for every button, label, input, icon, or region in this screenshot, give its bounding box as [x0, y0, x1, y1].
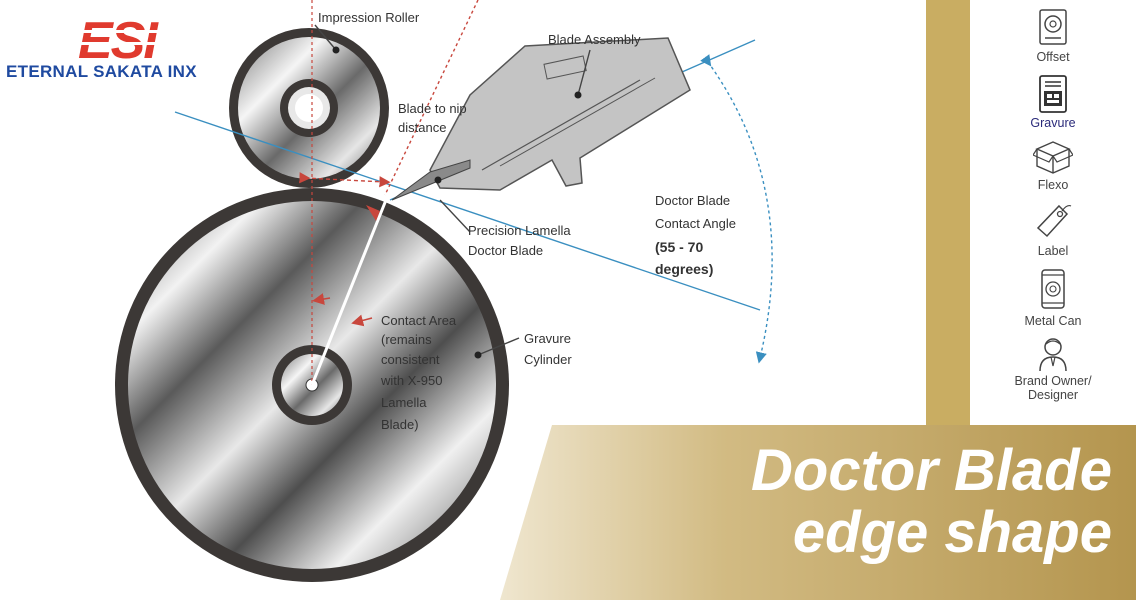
label-contact-area: Contact Area	[381, 313, 457, 328]
sidebar-label-flexo: Flexo	[1037, 178, 1069, 192]
contact-line	[310, 199, 388, 386]
sidebar: Offset Gravure Flexo Label	[970, 0, 1136, 425]
sidebar-label-offset: Offset	[1036, 50, 1070, 64]
contact-marker	[366, 205, 380, 221]
sidebar-item-gravure[interactable]: Gravure	[970, 74, 1136, 130]
label-blade-to-nip-2: distance	[398, 120, 446, 135]
blade-assembly	[391, 37, 691, 201]
label-tag-icon	[1036, 204, 1072, 238]
label-contact-angle-3: (55 - 70	[655, 239, 703, 255]
label-contact-area-3: consistent	[381, 352, 440, 367]
title-banner	[500, 425, 1136, 600]
sidebar-item-flexo[interactable]: Flexo	[970, 138, 1136, 192]
sidebar-label-gravure: Gravure	[1030, 116, 1076, 130]
esi-logo: ESI	[78, 12, 178, 70]
brand-name: ETERNAL SAKATA INX	[6, 62, 197, 81]
label-blade-to-nip: Blade to nip	[398, 101, 467, 116]
label-contact-area-5: Lamella	[381, 395, 427, 410]
blade-to-nip-arrow	[299, 172, 391, 188]
flexo-box-icon	[1033, 141, 1073, 174]
label-blade-assembly: Blade Assembly	[548, 32, 641, 47]
label-contact-angle-2: Contact Angle	[655, 216, 736, 231]
label-contact-area-2: (remains	[381, 332, 432, 347]
tangent-line	[174, 111, 761, 311]
banner-title: Doctor Blade edge shape	[751, 440, 1112, 564]
impression-roller	[229, 28, 389, 188]
banner-line-2: edge shape	[792, 500, 1112, 565]
label-contact-angle: Doctor Blade	[655, 193, 730, 208]
metal-can-icon	[1041, 269, 1065, 309]
contact-area-arrow-1	[312, 293, 331, 305]
sidebar-item-metal-can[interactable]: Metal Can	[970, 266, 1136, 328]
label-precision-lamella: Precision Lamella	[468, 223, 571, 238]
offset-press-icon	[1039, 9, 1067, 45]
leader-lines	[314, 24, 591, 356]
sidebar-label-label: Label	[1037, 244, 1069, 258]
contact-area-arrow-2	[351, 314, 373, 327]
label-impression-roller: Impression Roller	[318, 10, 420, 25]
sidebar-item-offset[interactable]: Offset	[970, 8, 1136, 64]
gravure-press-icon	[1039, 75, 1067, 113]
sidebar-label-designer: Designer	[1027, 388, 1079, 402]
logo-mark: ESI	[78, 12, 159, 70]
label-contact-area-4: with X-950	[380, 373, 442, 388]
label-gravure-cylinder: Gravure	[524, 331, 571, 346]
designer-person-icon	[1039, 338, 1067, 372]
banner-line-1: Doctor Blade	[751, 438, 1112, 503]
label-contact-angle-4: degrees)	[655, 261, 713, 277]
sidebar-label-brand-owner: Brand Owner/	[1014, 374, 1092, 388]
gold-strip	[926, 0, 970, 425]
nip-dashed-line	[384, 0, 479, 196]
sidebar-item-brand-owner[interactable]: Brand Owner/ Designer	[970, 336, 1136, 402]
label-gravure-cylinder-2: Cylinder	[524, 352, 572, 367]
sidebar-item-label[interactable]: Label	[970, 202, 1136, 258]
label-precision-lamella-2: Doctor Blade	[468, 243, 543, 258]
contact-angle-arc	[700, 54, 773, 364]
sidebar-label-metal-can: Metal Can	[1024, 314, 1082, 328]
label-contact-area-6: Blade)	[381, 417, 419, 432]
